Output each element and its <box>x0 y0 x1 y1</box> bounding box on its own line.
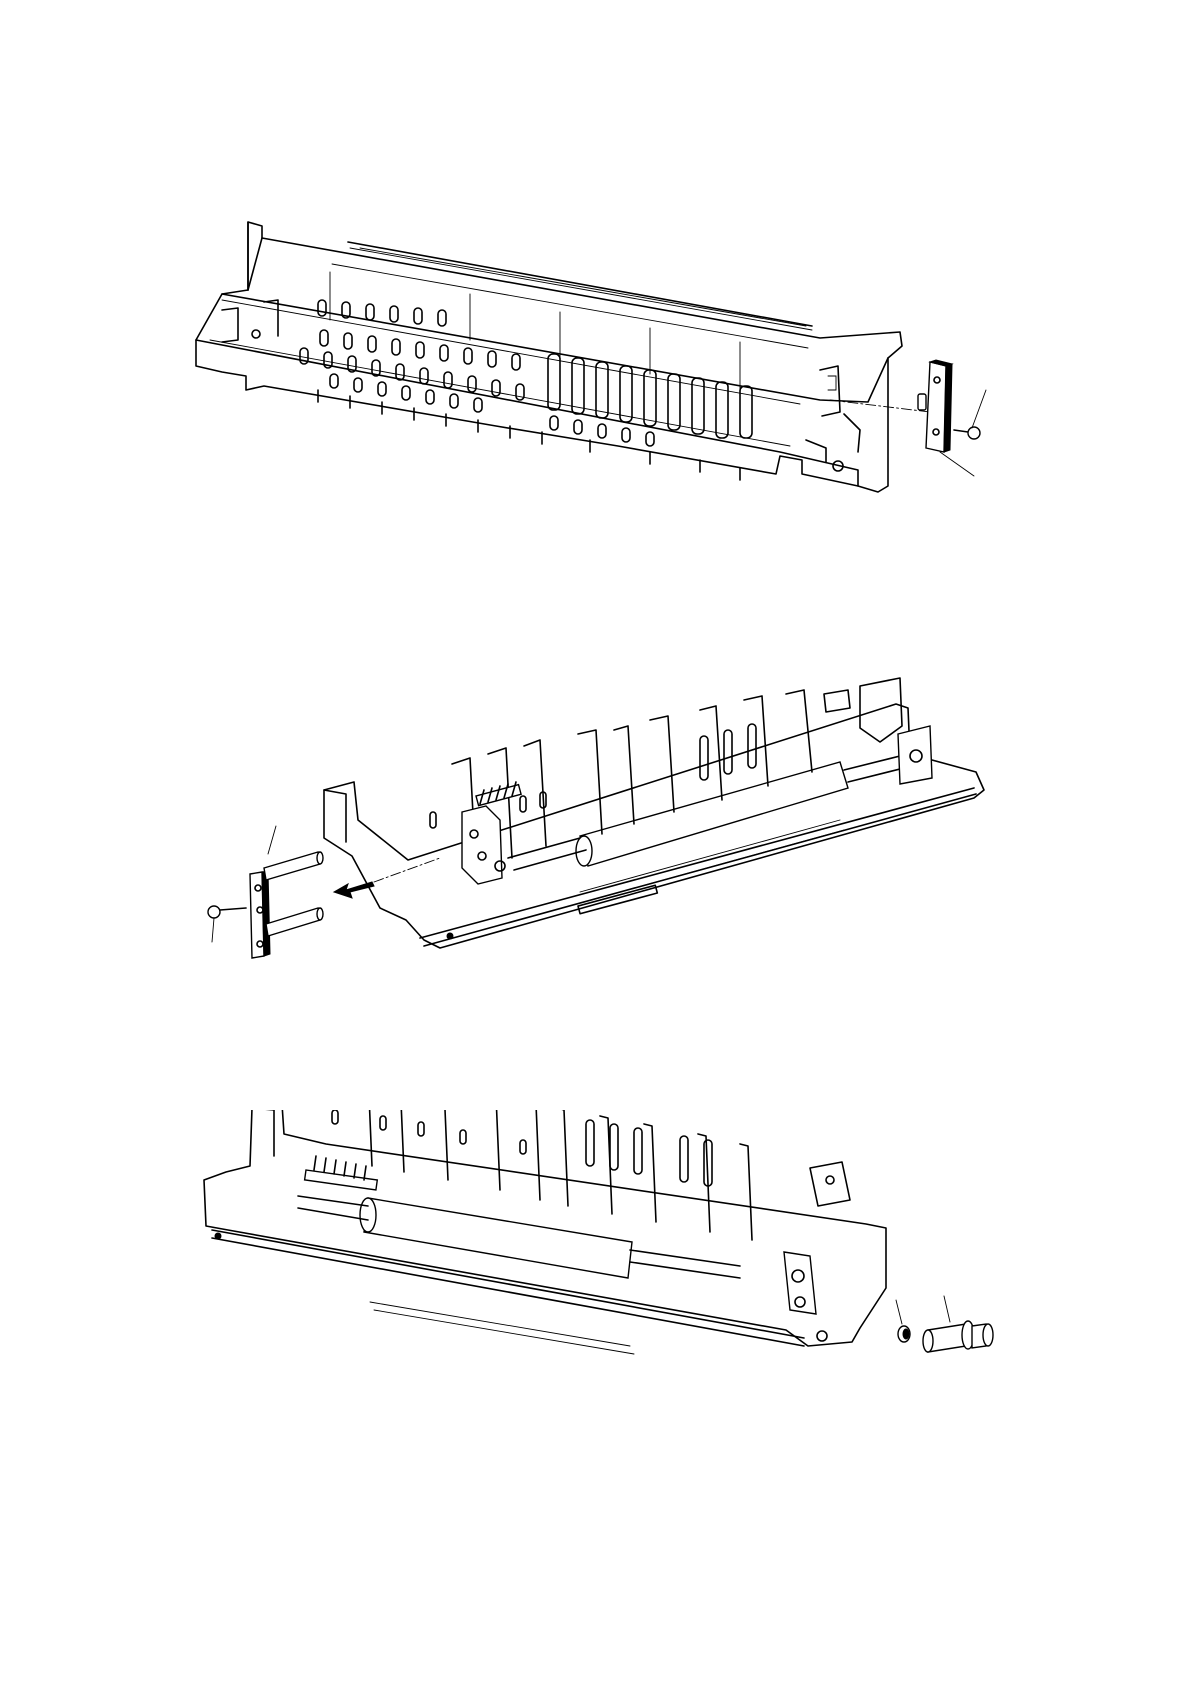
figure-3-drawing <box>0 1110 1191 1450</box>
e-ring-icon <box>896 1300 910 1342</box>
paper-guide-assembly-icon <box>204 1110 886 1354</box>
screw-icon <box>954 390 986 439</box>
shaft-bushing-icon <box>923 1296 993 1352</box>
side-plate-icon <box>250 871 270 958</box>
figure-2-drawing <box>0 670 1191 1010</box>
bracket-leader-line <box>940 452 974 476</box>
figure-2-side-plate-removal <box>0 670 1191 1010</box>
figure-1-drawing <box>0 190 1191 530</box>
assembly-line <box>830 400 930 412</box>
pin-icon <box>264 826 323 936</box>
removal-arrow-icon <box>334 858 440 898</box>
figure-3-bushing-removal <box>0 1110 1191 1450</box>
figure-1-frame-bracket <box>0 190 1191 530</box>
bracket-icon <box>918 360 952 452</box>
paper-guide-assembly-icon <box>324 678 984 948</box>
screw-icon <box>208 906 246 942</box>
